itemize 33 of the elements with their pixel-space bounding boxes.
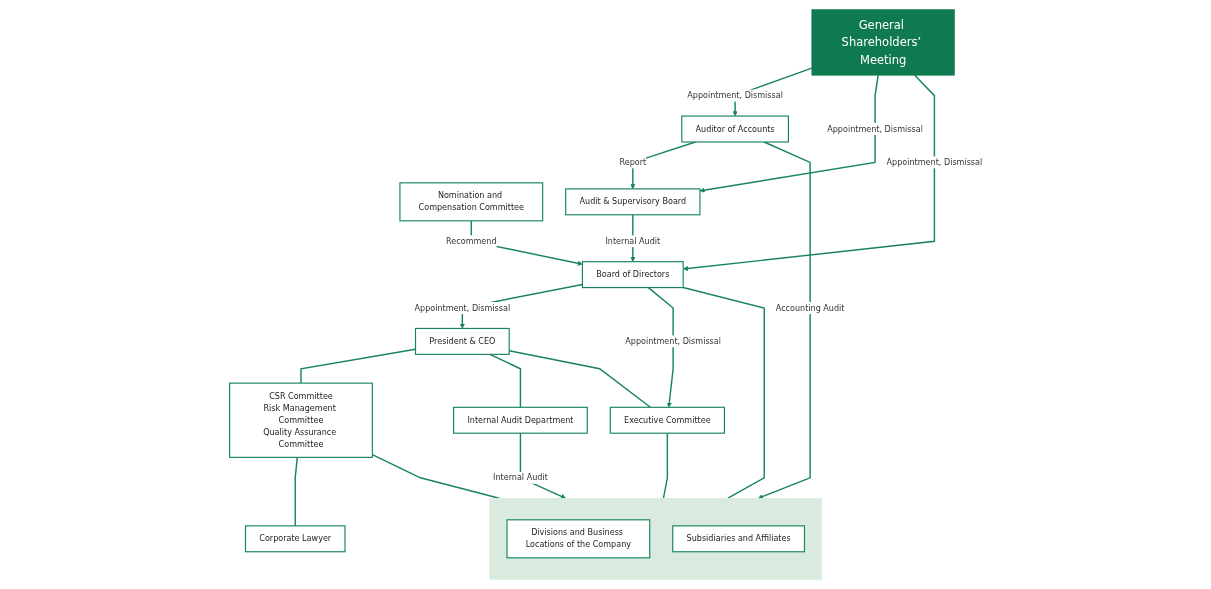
connector — [299, 348, 416, 384]
arrow — [757, 141, 811, 499]
node-box: CSR Committee Risk Management Committee Quality Assurance Committee — [228, 382, 373, 458]
edge-label: Appointment, Dismissal — [826, 124, 923, 134]
node-box: Audit & Supervisory Board — [564, 188, 701, 216]
node-box: Auditor of Accounts — [680, 115, 789, 143]
node-box: Internal Audit Department — [452, 406, 588, 434]
edge-label: Recommend — [445, 236, 497, 246]
connector — [371, 453, 500, 499]
arrow — [699, 74, 879, 193]
cluster — [489, 497, 822, 580]
edge-label: Appointment, Dismissal — [686, 90, 783, 100]
edge-label: Report — [619, 157, 646, 167]
connector — [294, 456, 298, 527]
edge-label: Appointment, Dismissal — [624, 336, 721, 346]
edge-label: Internal Audit — [492, 472, 548, 483]
connector — [508, 350, 651, 409]
node-box: Corporate Lawyer — [244, 525, 346, 553]
node-box: Executive Committee — [609, 406, 725, 434]
node-box: Board of Directors — [581, 261, 684, 289]
node-box: Divisions and Business Locations of the Company — [506, 519, 650, 559]
edge-label: Internal Audit — [605, 236, 660, 246]
edge-label: Appointment, Dismissal — [414, 303, 510, 313]
edge-label: Accounting Audit — [775, 303, 844, 313]
node-box: President & CEO — [414, 327, 510, 355]
edge-label: Appointment, Dismissal — [886, 157, 982, 167]
arrow — [682, 74, 935, 272]
arrow — [647, 286, 674, 408]
node-box: Subsidiaries and Affiliates — [671, 525, 805, 553]
node-box: Nomination and Compensation Committee — [398, 182, 543, 222]
connector — [662, 432, 668, 499]
node-box: General Shareholders’ Meeting — [811, 9, 955, 76]
connector — [682, 286, 765, 499]
